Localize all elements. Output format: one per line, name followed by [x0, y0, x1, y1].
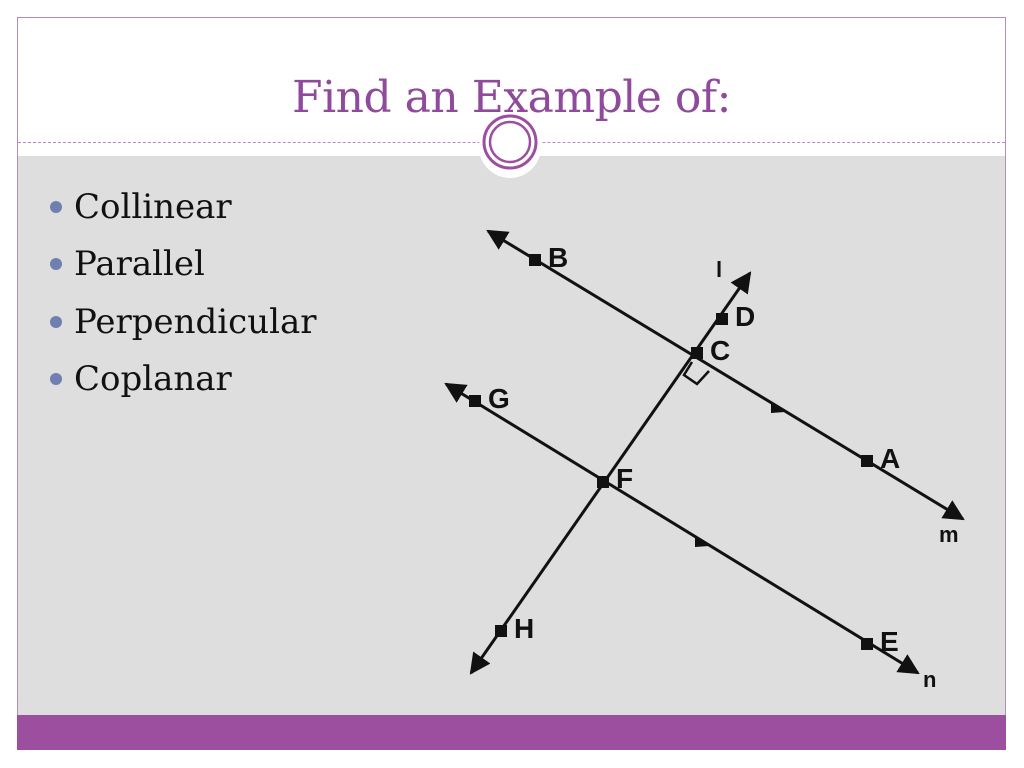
bottom-accent-bar: [17, 715, 1006, 750]
bullet-item-coplanar: Coplanar: [50, 351, 316, 409]
bullet-dot-icon: [50, 315, 62, 328]
bullet-label: Perpendicular: [74, 301, 317, 342]
bullet-label: Collinear: [74, 186, 232, 227]
bullet-item-collinear: Collinear: [50, 178, 316, 236]
bullet-item-parallel: Parallel: [50, 236, 316, 294]
bullet-item-perpendicular: Perpendicular: [50, 293, 316, 351]
slide-title: Find an Example of:: [292, 72, 731, 123]
bullet-label: Parallel: [74, 244, 205, 285]
bullet-dot-icon: [50, 258, 62, 271]
bullet-dot-icon: [50, 200, 62, 213]
bullet-dot-icon: [50, 373, 62, 386]
bullet-label: Coplanar: [74, 359, 232, 400]
bullet-list: Collinear Parallel Perpendicular Coplana…: [50, 178, 316, 408]
circle-ornament-icon: [479, 114, 541, 178]
